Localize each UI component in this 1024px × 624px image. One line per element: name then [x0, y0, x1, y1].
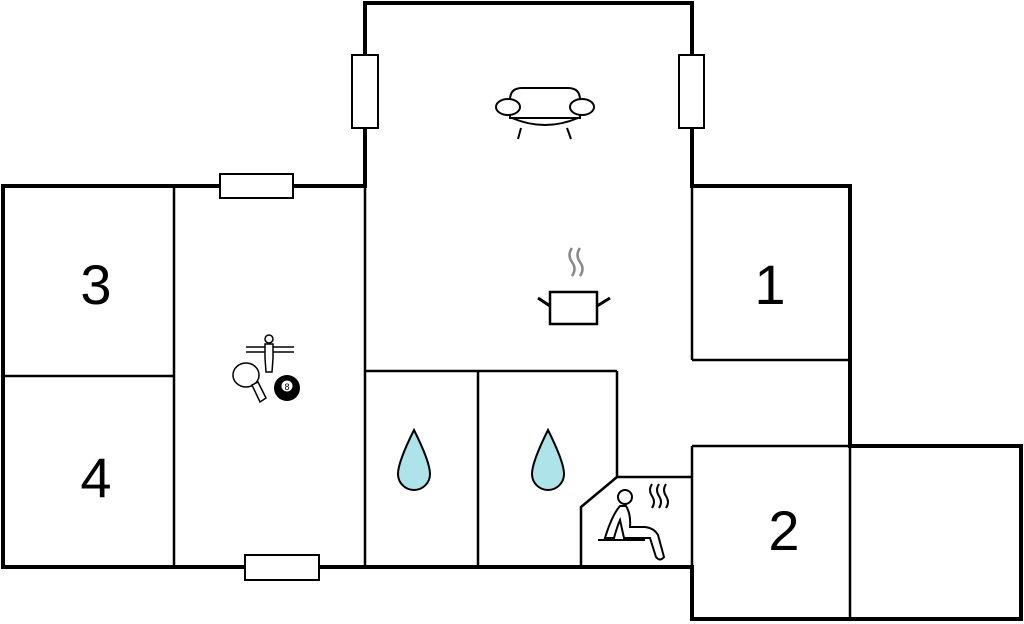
cooking-pot-icon	[537, 247, 611, 326]
billiard-ball-number: 8	[284, 382, 289, 392]
room-label-3: 3	[80, 253, 111, 316]
window	[678, 54, 705, 129]
window	[244, 554, 320, 581]
table-football-icon	[246, 334, 294, 373]
water-drop-icon	[396, 427, 432, 491]
table-tennis-icon	[232, 362, 267, 404]
billiard-ball-icon: 8	[274, 375, 300, 401]
sauna-icon	[598, 483, 669, 561]
room-label-4: 4	[80, 446, 111, 509]
window	[351, 54, 379, 129]
sofa-icon	[495, 87, 595, 140]
windows	[219, 54, 705, 581]
window	[219, 173, 294, 199]
room-label-2: 2	[768, 499, 799, 562]
room-label-1: 1	[754, 253, 785, 316]
water-drop-icon	[530, 427, 566, 491]
interior-walls	[3, 186, 852, 619]
